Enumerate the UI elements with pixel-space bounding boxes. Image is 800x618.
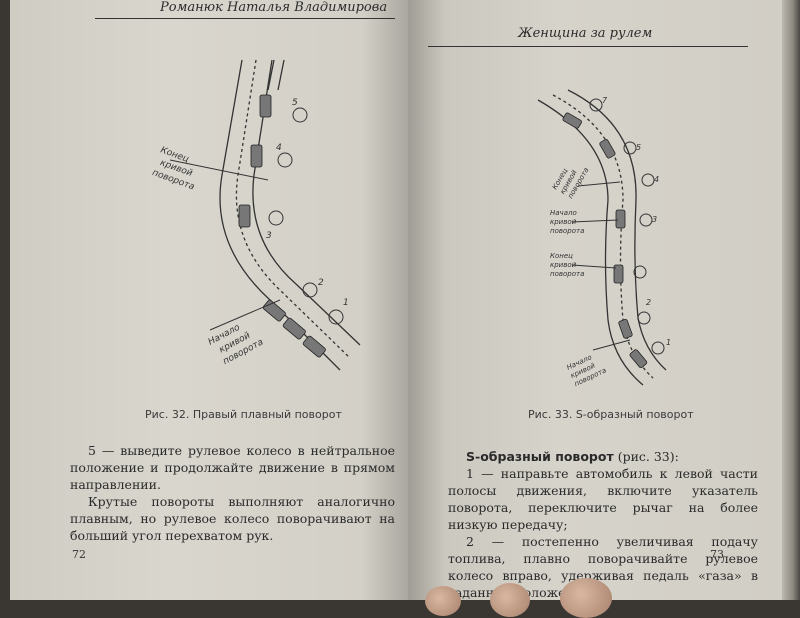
car-icon [599, 139, 616, 159]
right-header-rule [428, 46, 748, 47]
figure-32-right-smooth-turn: 5 4 3 2 1 Конец кривой поворота Начало к… [151, 59, 361, 371]
page-number: 72 [72, 548, 86, 561]
label-end-mid-line2: кривой [550, 261, 577, 269]
label-start-mid-line2: кривой [550, 218, 577, 226]
left-page-text: 5 — выведите рулевое колесо в нейтрально… [70, 442, 395, 544]
road-lane-line [552, 94, 654, 379]
section-title-ref: (рис. 33): [613, 449, 679, 464]
page-number: 73 [710, 548, 724, 561]
position-label-5: 5 [292, 98, 298, 108]
right-page-text: S-образный поворот (рис. 33): 1 — направ… [448, 448, 758, 600]
car-icon [618, 318, 633, 339]
finger [560, 578, 612, 618]
steering-wheel-icon [651, 341, 665, 355]
finger [425, 586, 461, 616]
steering-wheel-icon [268, 210, 284, 226]
route-arrow-2 [277, 59, 285, 91]
paragraph: 5 — выведите рулевое колесо в нейтрально… [70, 443, 395, 492]
position-label-1: 1 [666, 338, 671, 347]
position-label-7: 7 [602, 96, 608, 105]
paragraph: S-образный поворот (рис. 33): [448, 448, 758, 465]
steering-wheel-icon [639, 213, 653, 227]
car-icon [615, 209, 626, 229]
car-icon [562, 112, 582, 129]
route-arrow-1 [267, 59, 275, 91]
left-page: Романюк Наталья Владимирова [10, 0, 410, 600]
figure-33-caption: Рис. 33. S-образный поворот [528, 408, 694, 421]
steering-wheel-icon [302, 282, 318, 298]
position-label-2: 2 [318, 278, 324, 288]
car-icon [238, 204, 251, 228]
position-label-3: 3 [652, 215, 657, 224]
road-outer-edge [537, 99, 644, 386]
label-start-mid-line1: Начало [550, 209, 577, 217]
section-title: S-образный поворот [466, 449, 614, 464]
car-icon [250, 144, 263, 168]
position-label-1: 1 [343, 298, 349, 308]
label-end-mid-line1: Конец [550, 252, 573, 260]
steering-wheel-icon [328, 309, 344, 325]
car-icon [613, 264, 624, 284]
position-label-5: 5 [636, 143, 641, 152]
road-inner-edge [567, 89, 667, 371]
car-icon [262, 299, 286, 322]
paragraph: 2 — постепенно увеличивая подачу топлива… [448, 534, 758, 600]
steering-wheel-icon [641, 173, 655, 187]
car-icon [629, 349, 648, 369]
steering-wheel-icon [292, 107, 308, 123]
paragraph: 1 — направьте автомобиль к левой части п… [448, 466, 758, 532]
paragraph: Крутые повороты выполняют аналогично пла… [70, 494, 395, 543]
label-start-mid-line3: поворота [550, 227, 584, 235]
open-book: Романюк Наталья Владимирова [10, 0, 800, 618]
position-label-2: 2 [646, 298, 651, 307]
steering-wheel-icon [633, 265, 647, 279]
right-page: Женщина за рулем [408, 0, 782, 600]
right-page-header: Женщина за рулем [518, 26, 653, 41]
position-label-4: 4 [276, 143, 282, 153]
left-page-header: Романюк Наталья Владимирова [160, 0, 388, 15]
page-stack-edge [782, 0, 800, 600]
finger [490, 583, 530, 617]
left-header-rule [95, 18, 395, 19]
steering-wheel-icon [637, 311, 651, 325]
road-inner-edge [252, 59, 361, 346]
car-icon [302, 335, 326, 358]
label-end-mid-line3: поворота [550, 270, 584, 278]
figure-32-caption: Рис. 32. Правый плавный поворот [145, 408, 342, 421]
steering-wheel-icon [623, 141, 637, 155]
steering-wheel-icon [277, 152, 293, 168]
road-lane-line [235, 59, 351, 359]
car-icon [282, 317, 306, 340]
position-label-3: 3 [266, 231, 272, 241]
road-outer-edge [219, 59, 341, 371]
steering-wheel-icon [589, 98, 603, 112]
figure-33-s-shaped-turn: 7 5 4 3 2 1 Конец кривой поворота Начало… [537, 89, 671, 388]
car-icon [259, 94, 272, 118]
position-label-4: 4 [654, 175, 659, 184]
